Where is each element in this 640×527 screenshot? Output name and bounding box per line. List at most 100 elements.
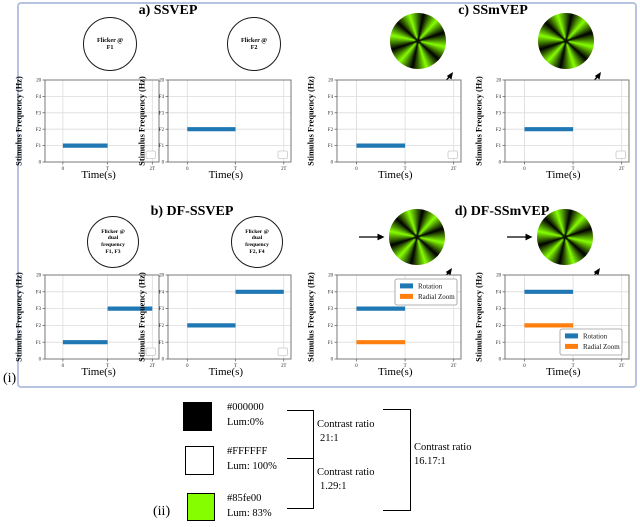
svg-text:T: T <box>234 167 237 172</box>
section-title-c: c) SSmVEP <box>458 3 528 18</box>
color-swatch-green <box>187 493 215 521</box>
pinwheel-stimulus-c1 <box>390 13 446 69</box>
x-axis-label: Time(s) <box>81 169 116 181</box>
svg-text:0: 0 <box>39 161 42 166</box>
svg-text:F4: F4 <box>36 95 42 100</box>
svg-text:20: 20 <box>496 274 501 279</box>
svg-text:20: 20 <box>159 79 164 84</box>
pinwheel-stimulus-d2 <box>537 209 593 265</box>
svg-text:F2: F2 <box>328 128 334 133</box>
y-axis-label: Stimulus Frequency (Hz) <box>137 76 147 166</box>
svg-text:0: 0 <box>162 161 165 166</box>
svg-text:2T: 2T <box>281 364 286 369</box>
svg-text:F3: F3 <box>496 111 502 116</box>
svg-text:F2: F2 <box>36 324 42 329</box>
x-axis-label: Time(s) <box>546 366 581 378</box>
pinwheel-stimulus-d1 <box>389 209 445 265</box>
svg-text:2T: 2T <box>281 167 286 172</box>
svg-text:2T: 2T <box>451 167 456 172</box>
svg-text:F4: F4 <box>496 290 502 295</box>
svg-text:T: T <box>106 167 109 172</box>
x-axis-label: Time(s) <box>208 366 244 378</box>
swatch-lum-black: Lum:0% <box>227 417 264 429</box>
x-axis-label: Time(s) <box>546 169 581 181</box>
svg-text:F3: F3 <box>159 307 165 312</box>
svg-text:0: 0 <box>39 358 42 363</box>
svg-text:F3: F3 <box>328 111 334 116</box>
svg-text:20: 20 <box>328 79 333 84</box>
flicker-stimulus-a1: Flicker @F1 <box>83 17 137 71</box>
svg-text:0: 0 <box>186 167 189 172</box>
x-axis-label: Time(s) <box>208 169 244 181</box>
color-swatch-black <box>183 402 212 431</box>
svg-text:F4: F4 <box>159 290 165 295</box>
svg-text:0: 0 <box>523 364 526 369</box>
svg-text:T: T <box>404 364 407 369</box>
svg-text:0: 0 <box>499 161 502 166</box>
translation-arrow-icon <box>359 233 385 241</box>
svg-text:F1: F1 <box>496 341 502 346</box>
svg-text:0: 0 <box>331 358 334 363</box>
svg-text:F3: F3 <box>159 111 165 116</box>
svg-text:F1: F1 <box>328 144 334 149</box>
svg-text:20: 20 <box>36 79 41 84</box>
swatch-text-green: #85fe00 Lum: 83% <box>227 491 272 521</box>
svg-text:F4: F4 <box>328 95 334 100</box>
svg-text:Rotation: Rotation <box>418 282 443 290</box>
svg-text:20: 20 <box>36 274 41 279</box>
paradigm-panel <box>17 2 637 388</box>
x-axis-label: Time(s) <box>378 366 413 378</box>
svg-text:F1: F1 <box>328 341 334 346</box>
svg-text:0: 0 <box>186 364 189 369</box>
flicker-stimulus-a2: Flicker @F2 <box>227 17 281 71</box>
svg-text:20: 20 <box>328 274 333 279</box>
swatch-lum-white: Lum: 100% <box>227 461 277 473</box>
svg-text:20: 20 <box>496 79 501 84</box>
contrast-ratio-wg-value: 1.29:1 <box>320 481 347 493</box>
svg-text:F2: F2 <box>328 324 334 329</box>
svg-text:F2: F2 <box>36 128 42 133</box>
outer-bracket <box>383 409 411 511</box>
svg-text:T: T <box>106 364 109 369</box>
contrast-ratio-overall: Contrast ratio 16.17:1 <box>414 441 471 469</box>
svg-text:F4: F4 <box>159 95 165 100</box>
swatch-text-white: #FFFFFF Lum: 100% <box>227 444 277 474</box>
y-axis-label: Stimulus Frequency (Hz) <box>474 76 484 166</box>
svg-text:F4: F4 <box>328 290 334 295</box>
svg-text:F2: F2 <box>159 324 165 329</box>
svg-text:Radial Zoom: Radial Zoom <box>583 343 620 351</box>
svg-text:F2: F2 <box>496 128 502 133</box>
svg-text:2T: 2T <box>451 364 456 369</box>
color-swatch-white <box>185 446 214 475</box>
contrast-ratio-wg-label: Contrast ratio <box>317 467 375 478</box>
svg-text:2T: 2T <box>150 167 155 172</box>
swatch-hex-green: #85fe00 <box>227 493 262 504</box>
y-axis-label: Stimulus Frequency (Hz) <box>14 76 24 166</box>
x-axis-label: Time(s) <box>378 169 413 181</box>
svg-text:0: 0 <box>62 167 65 172</box>
svg-text:0: 0 <box>355 167 358 172</box>
svg-text:F1: F1 <box>159 144 165 149</box>
svg-text:F3: F3 <box>328 307 334 312</box>
svg-text:0: 0 <box>355 364 358 369</box>
panel-label-ii: (ii) <box>153 504 171 519</box>
y-axis-label: Stimulus Frequency (Hz) <box>306 76 316 166</box>
inner-bracket-middle-rung <box>287 458 313 459</box>
flicker-stimulus-label: Flicker @F2 <box>240 36 268 51</box>
contrast-ratio-bw-value: 21:1 <box>320 433 339 445</box>
svg-text:2T: 2T <box>619 364 624 369</box>
svg-text:0: 0 <box>162 358 165 363</box>
svg-text:T: T <box>234 364 237 369</box>
section-title-b: b) DF-SSVEP <box>150 204 234 219</box>
